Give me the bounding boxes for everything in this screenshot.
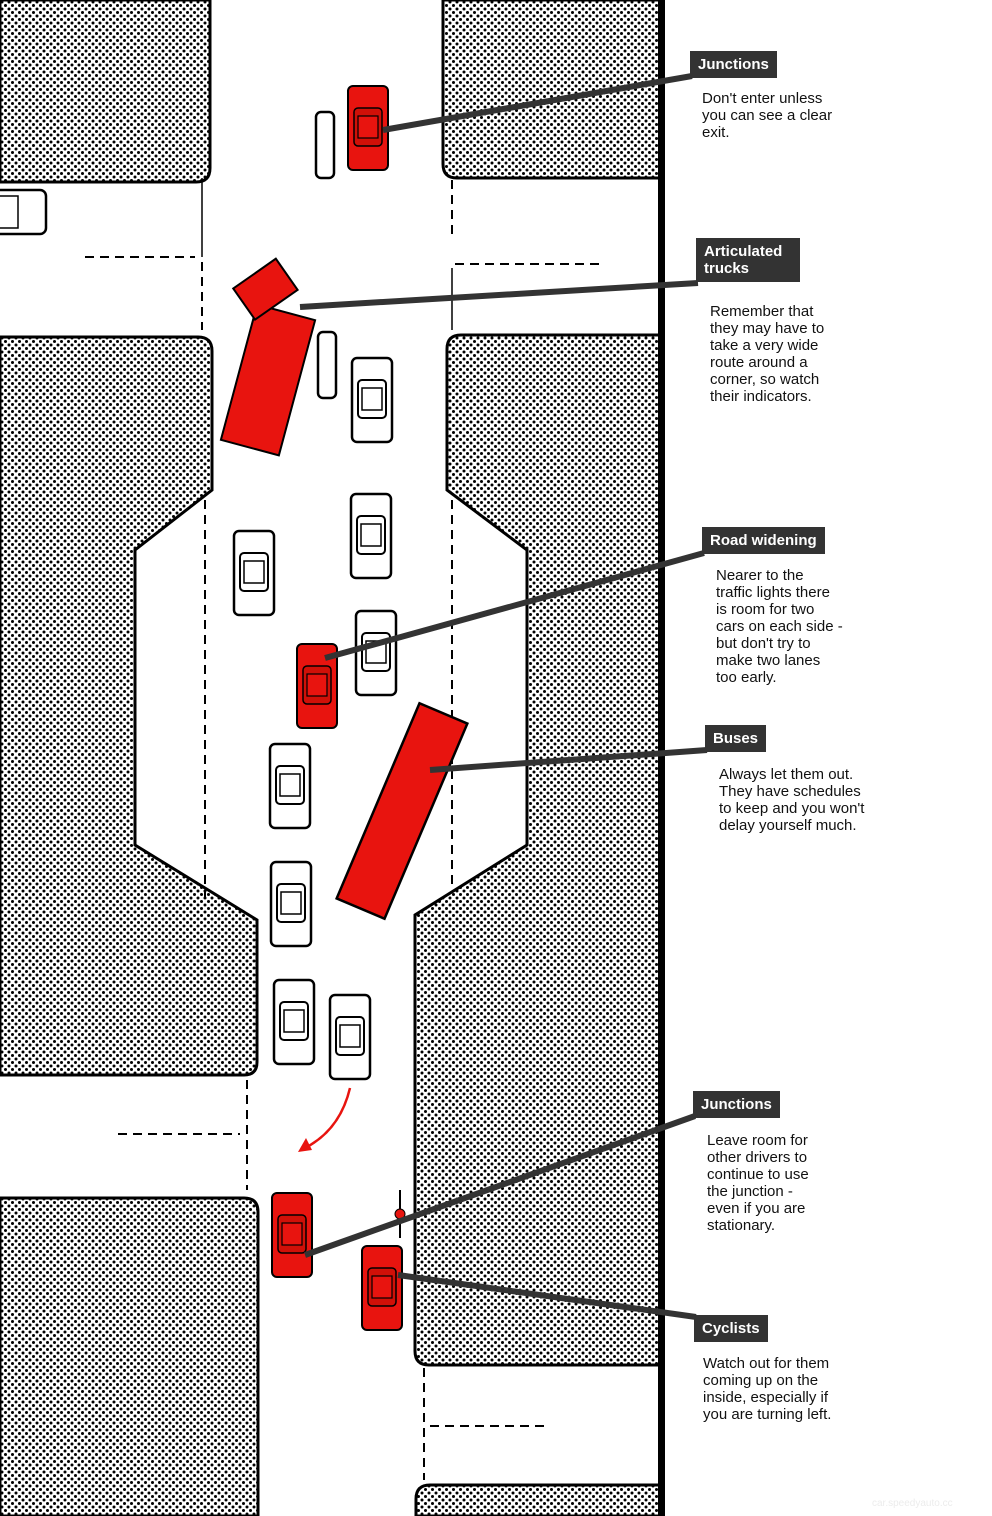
- car: [268, 742, 312, 830]
- car: [232, 529, 276, 617]
- motorbike: [314, 110, 336, 180]
- kerb-line: [658, 0, 665, 1516]
- callout-text: Don't enter unless you can see a clear e…: [702, 90, 833, 141]
- callout-title-buses: Buses: [705, 725, 767, 752]
- red-car-junction-top: [347, 85, 389, 171]
- pavement-block: [0, 1196, 260, 1516]
- turn-arrow: [304, 1087, 352, 1150]
- car: [269, 860, 313, 948]
- callout-text: Watch out for them coming up on the insi…: [703, 1355, 832, 1423]
- leader-lines: [299, 73, 708, 1320]
- car: [272, 978, 316, 1066]
- callout-title-articulated-trucks: Articulated trucks: [696, 238, 800, 282]
- pavement-block: [441, 0, 662, 180]
- callout-title-road-widening: Road widening: [702, 527, 825, 554]
- pavement-block: [0, 335, 259, 1077]
- pavement-block: [414, 1483, 662, 1516]
- callout-text: Nearer to the traffic lights there is ro…: [716, 567, 843, 686]
- cyclist: [394, 1190, 406, 1238]
- callout-text: Always let them out. They have schedules…: [719, 766, 865, 834]
- callout-title-cyclists: Cyclists: [694, 1315, 768, 1342]
- bus: [335, 701, 469, 921]
- callout-text: Leave room for other drivers to continue…: [707, 1132, 809, 1234]
- pavement-block: [0, 0, 212, 184]
- car: [349, 492, 393, 580]
- motorbike: [316, 330, 338, 400]
- car: [0, 188, 48, 236]
- red-car-junction-bottom: [271, 1192, 313, 1278]
- callout-title-junctions-2: Junctions: [693, 1091, 780, 1118]
- car: [328, 993, 372, 1081]
- car: [350, 356, 394, 444]
- callout-title-junctions: Junctions: [690, 51, 777, 78]
- car: [354, 609, 398, 697]
- road-markings: [85, 180, 600, 1480]
- watermark: car.speedyauto.cc: [872, 1498, 953, 1509]
- articulated-truck: [219, 257, 317, 457]
- red-car-cyclist: [361, 1245, 403, 1331]
- pavement-block: [413, 333, 662, 1367]
- callout-text: Remember that they may have to take a ve…: [710, 303, 825, 405]
